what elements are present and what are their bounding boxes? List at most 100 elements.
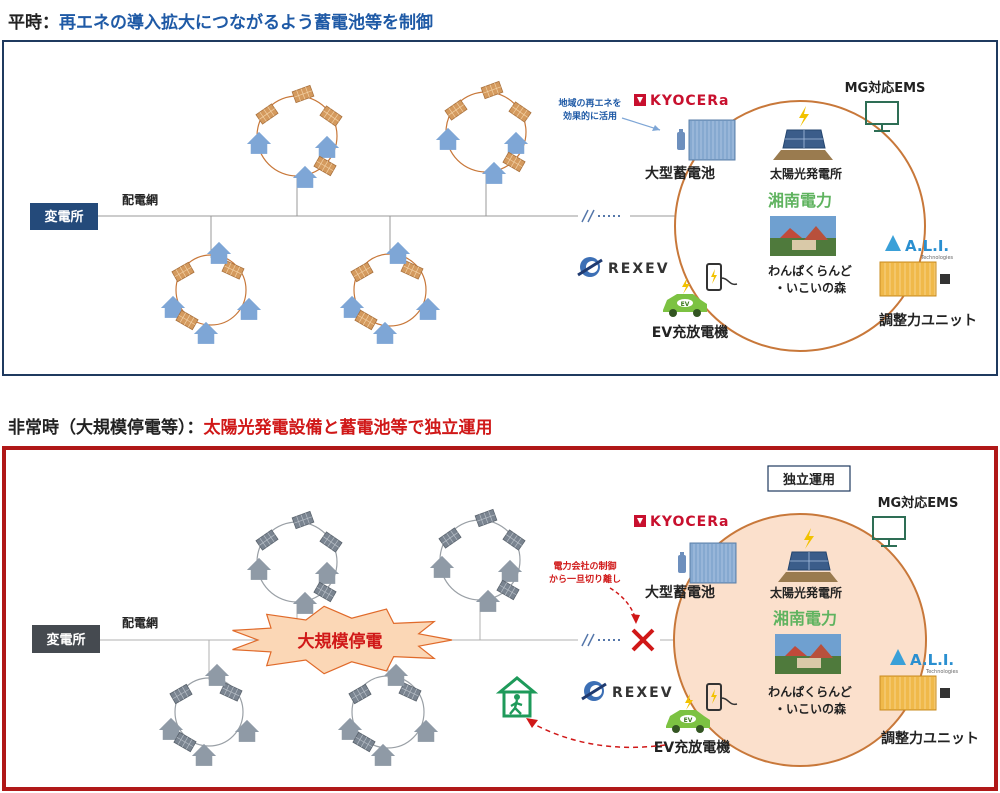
annotation-arrowhead xyxy=(631,614,640,624)
solar-base xyxy=(773,150,833,160)
battery-icon xyxy=(678,542,737,584)
lightning-icon xyxy=(711,689,717,704)
panel-grid xyxy=(293,516,313,524)
house-icon xyxy=(372,321,398,344)
solar-base xyxy=(778,572,838,582)
car-wheel xyxy=(696,725,704,733)
house-roof xyxy=(339,295,365,308)
chip-icon xyxy=(940,688,950,698)
house-icon xyxy=(236,297,262,320)
house-body xyxy=(238,730,256,742)
house-roof xyxy=(246,557,272,570)
house-icon xyxy=(234,719,260,742)
battery-label: 大型蓄電池 xyxy=(645,165,715,182)
panel-grid xyxy=(316,160,334,172)
panel-grid xyxy=(259,534,275,546)
house-icon xyxy=(429,555,455,578)
evacuation-arrow xyxy=(529,721,666,749)
battery-container xyxy=(688,119,736,161)
house-icon xyxy=(435,127,461,150)
battery-terminal xyxy=(680,552,684,555)
house-roof xyxy=(158,717,184,730)
house-body xyxy=(341,728,359,740)
ev-charger-icon xyxy=(706,263,738,291)
house-roof xyxy=(372,321,398,334)
ev-car-icon: EV xyxy=(663,278,707,317)
house-roof xyxy=(234,719,260,732)
site-label: ・いこいの森 xyxy=(774,280,847,295)
kyocera-logo: KYOCERa xyxy=(634,93,729,109)
panel-grid xyxy=(505,156,523,168)
lightning-icon xyxy=(682,278,690,294)
annotation-text: 地域の再エネを xyxy=(558,97,621,109)
battery-label: 大型蓄電池 xyxy=(645,584,715,601)
rexev-wordmark: REXEV xyxy=(612,685,674,701)
solar-panel-icon xyxy=(313,581,337,603)
lightning-icon xyxy=(804,528,814,549)
house-body xyxy=(387,674,405,686)
panel-grid xyxy=(442,532,458,544)
ev-car-icon: EV xyxy=(666,694,710,733)
emergency-heading: 非常時（大規模停電等）：太陽光発電設備と蓄電池等で独立運用 xyxy=(8,413,493,438)
battery-terminal xyxy=(679,129,683,132)
house-icon xyxy=(204,663,230,686)
panel-grid xyxy=(176,736,194,748)
kyocera-wordmark: KYOCERa xyxy=(650,514,729,530)
site-photo xyxy=(775,634,841,674)
ev-label: EV充放電機 xyxy=(654,739,730,756)
solar-panel-icon xyxy=(474,508,498,528)
house-icon xyxy=(246,557,272,580)
solar-panel-icon xyxy=(354,309,378,331)
photo-roof xyxy=(809,644,833,658)
solar-panel-icon xyxy=(400,260,424,280)
evacuation-arrowhead xyxy=(526,718,538,728)
solar-panel-icon xyxy=(173,731,197,753)
line-break-mark xyxy=(587,633,595,647)
charger-cable xyxy=(720,697,738,706)
car-wheel xyxy=(672,725,680,733)
house-icon xyxy=(370,743,396,766)
house-icon xyxy=(292,591,318,614)
solar-panel-icon xyxy=(313,155,337,177)
house-icon xyxy=(191,743,217,766)
ali-mark xyxy=(885,235,901,251)
house-body xyxy=(164,306,182,318)
solar-panel-icon xyxy=(398,682,422,702)
kyocera-wordmark: KYOCERa xyxy=(650,93,729,109)
photo-building xyxy=(797,658,821,668)
emergency-label: 非常時（大規模停電等）： xyxy=(8,418,204,438)
monitor-screen xyxy=(865,101,899,125)
house-roof xyxy=(503,131,529,144)
panel-grid xyxy=(512,106,528,118)
house-roof xyxy=(236,297,262,310)
mg-ems-label: MG対応EMS xyxy=(878,495,959,511)
car-badge xyxy=(677,299,693,307)
house-body xyxy=(389,252,407,264)
shonan-logo: 湘南電力 xyxy=(768,191,832,210)
house-body xyxy=(197,332,215,344)
panel-grid xyxy=(259,108,275,120)
line-break-mark xyxy=(581,209,589,223)
solar-plant-label: 太陽光発電所 xyxy=(770,585,842,600)
unit-label: 調整力ユニット xyxy=(879,312,977,329)
solar-plant-label: 太陽光発電所 xyxy=(770,166,842,181)
house-body xyxy=(485,172,503,184)
solar-panel-icon xyxy=(778,528,838,582)
evac-body xyxy=(502,690,532,718)
house-roof xyxy=(337,717,363,730)
charger-body xyxy=(706,683,722,711)
house-body xyxy=(162,728,180,740)
ali-subtitle: Technologies xyxy=(920,255,954,261)
emergency-title: 太陽光発電設備と蓄電池等で独立運用 xyxy=(203,418,493,438)
house-icon xyxy=(475,589,501,612)
grid-label: 配電網 xyxy=(122,192,158,207)
site-label: わんぱくらんど xyxy=(768,684,852,699)
emergency-operation-panel xyxy=(2,446,998,791)
solar-panel-icon xyxy=(169,683,193,705)
house-icon xyxy=(385,241,411,264)
solar-panel-icon xyxy=(171,261,195,283)
annotation-text: 電力会社の制御 xyxy=(553,560,616,572)
panel-grid xyxy=(178,314,196,326)
house-body xyxy=(318,572,336,584)
house-roof xyxy=(204,663,230,676)
